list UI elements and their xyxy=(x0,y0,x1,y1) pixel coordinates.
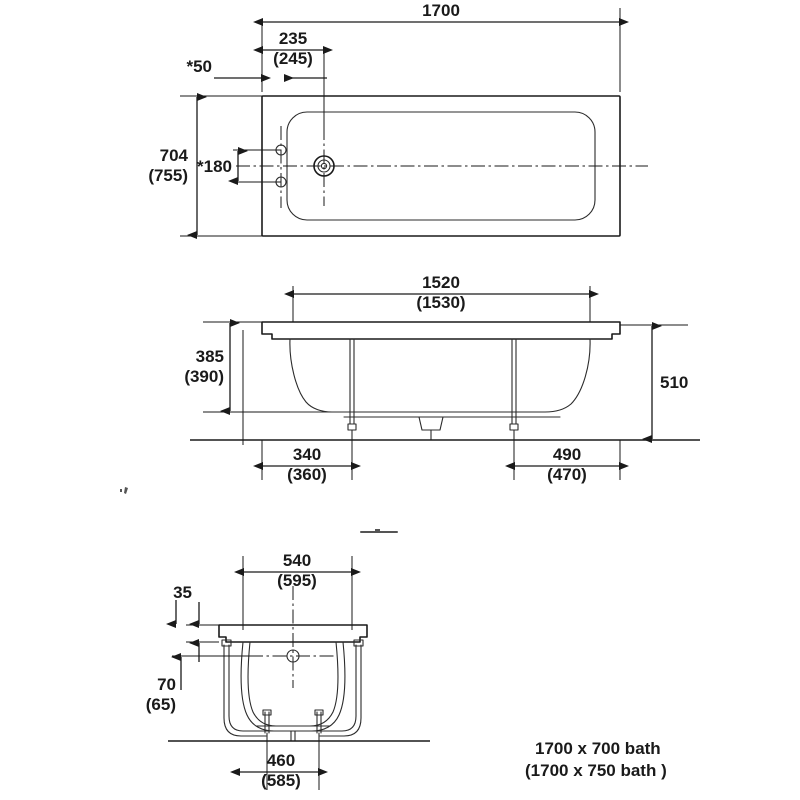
caption-line-1: 1700 x 700 bath xyxy=(535,739,661,758)
dim-internal-width: 540 xyxy=(283,551,311,570)
dim-leg-from-right-alt: (470) xyxy=(547,465,587,484)
waste-outlet-inner-icon xyxy=(317,159,331,173)
dim-overall-height: 510 xyxy=(660,373,688,392)
dim-waste-from-end: 235 xyxy=(279,29,307,48)
dim-overall-length: 1700 xyxy=(422,1,460,20)
end-elevation-view: 540 (595) 35 70 (65) 460 (585) xyxy=(146,551,430,790)
support-leg-left xyxy=(344,338,360,441)
support-frame-left xyxy=(221,639,267,737)
caption-line-2: (1700 x 750 bath ) xyxy=(525,761,667,780)
dim-overall-width: 704 xyxy=(160,146,189,165)
dim-rim-offset: *50 xyxy=(186,57,212,76)
end-bath-rim xyxy=(218,624,368,643)
waste-trap xyxy=(418,416,444,441)
dim-leg-from-left: 340 xyxy=(293,445,321,464)
dim-internal-depth: 385 xyxy=(196,347,224,366)
dim-overflow-height-alt: (65) xyxy=(146,695,176,714)
support-frame-right xyxy=(319,639,364,737)
caption: 1700 x 700 bath (1700 x 750 bath ) xyxy=(525,739,667,780)
support-leg-end-center xyxy=(286,730,300,742)
dim-internal-length: 1520 xyxy=(422,273,460,292)
dim-internal-length-alt: (1530) xyxy=(416,293,465,312)
dim-leg-spread: 460 xyxy=(267,751,295,770)
dim-internal-depth-alt: (390) xyxy=(184,367,224,386)
side-elevation-view: 1520 (1530) 385 (390) 510 340 (360) 490 … xyxy=(184,273,700,484)
dim-leg-from-left-alt: (360) xyxy=(287,465,327,484)
scan-artifacts xyxy=(120,487,398,533)
waste-outlet-outer-icon xyxy=(313,155,335,177)
dim-waste-from-end-alt: (245) xyxy=(273,49,313,68)
overflow-hole-icon xyxy=(286,649,300,663)
side-bath-rim xyxy=(261,321,621,340)
dim-rim-thickness: 35 xyxy=(173,583,192,602)
artifact-mark-center-dot xyxy=(375,529,380,532)
dim-overall-width-alt: (755) xyxy=(148,166,188,185)
dim-internal-width-alt: (595) xyxy=(277,571,317,590)
support-leg-right xyxy=(506,338,522,441)
dim-tap-hole-spacing: *180 xyxy=(197,157,232,176)
side-inner-profile-right xyxy=(526,338,591,413)
dim-overflow-height: 70 xyxy=(157,675,176,694)
artifact-mark-left xyxy=(120,487,128,494)
side-inner-profile-left xyxy=(289,338,353,413)
plan-view: 1700 235 (245) *50 704 (755) *180 xyxy=(148,1,648,239)
dim-leg-spread-alt: (585) xyxy=(261,771,301,790)
waste-outlet-core-icon xyxy=(320,162,328,170)
dim-leg-from-right: 490 xyxy=(553,445,581,464)
